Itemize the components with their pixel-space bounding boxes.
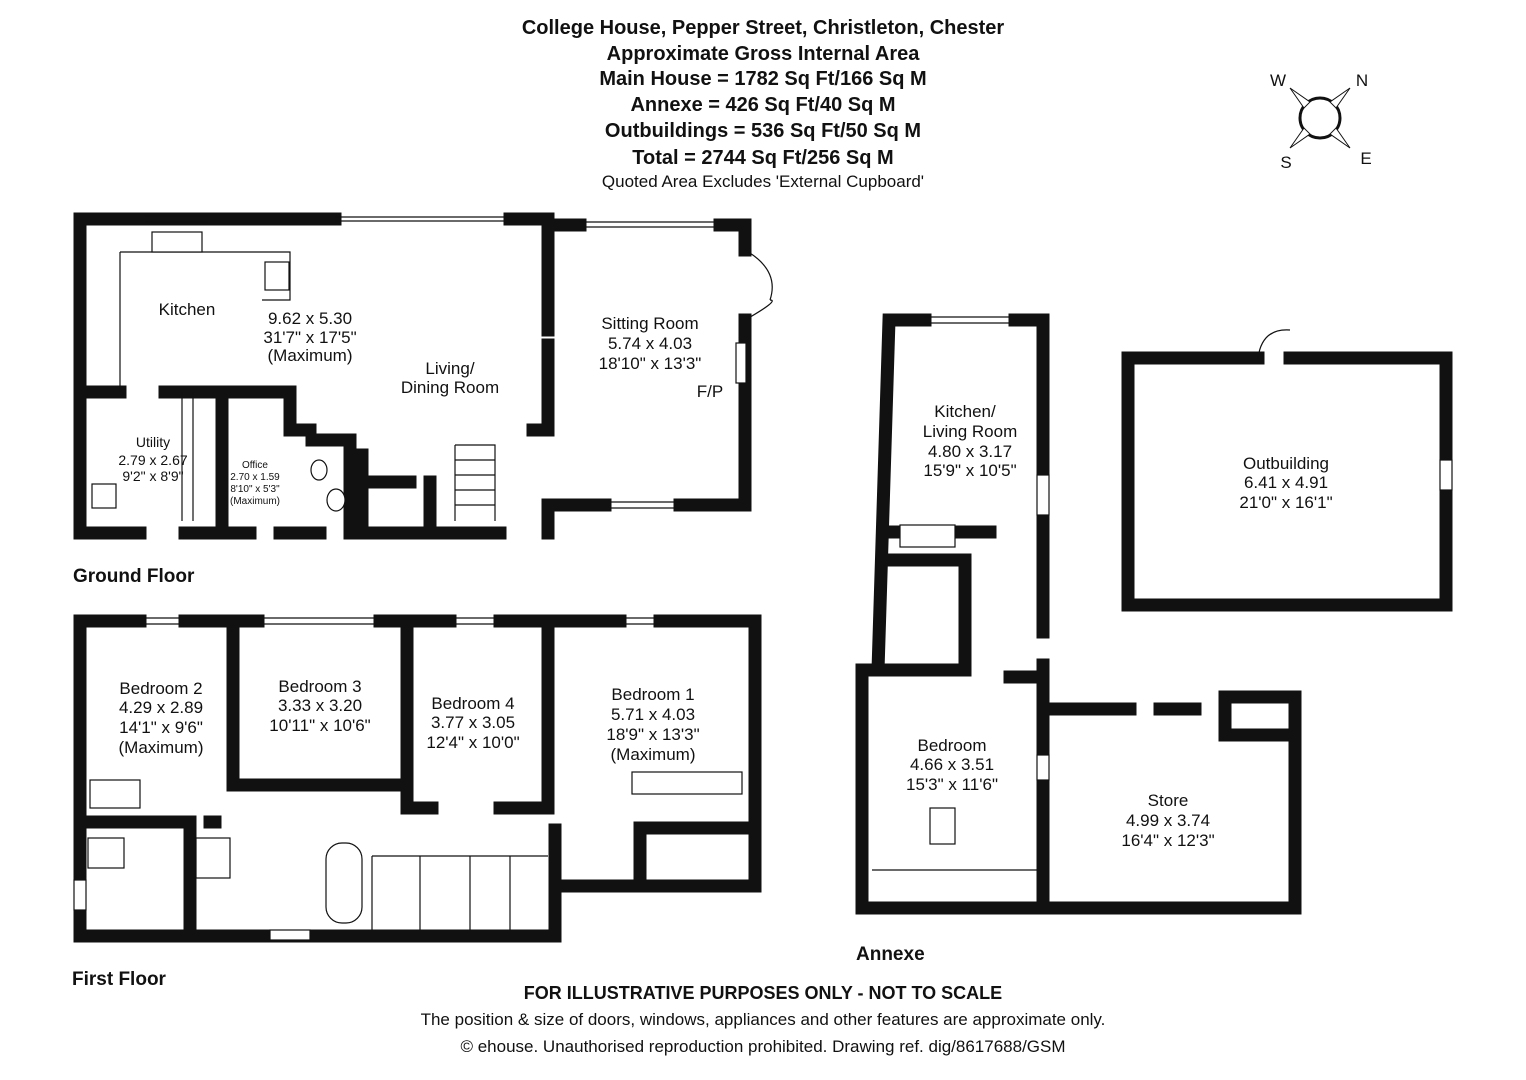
annexe-walls xyxy=(855,313,1302,915)
utility-imperial: 9'2" x 8'9" xyxy=(122,468,183,484)
outbuilding-metric: 6.41 x 4.91 xyxy=(1244,473,1328,492)
store-metric: 4.99 x 3.74 xyxy=(1126,811,1210,830)
office-imperial: 8'10" x 5'3" xyxy=(230,484,280,495)
fireplace-label: F/P xyxy=(697,382,723,401)
main-house-area: Main House = 1782 Sq Ft/166 Sq M xyxy=(599,68,926,90)
annexe-area: Annexe = 426 Sq Ft/40 Sq M xyxy=(630,94,895,116)
outbuildings-area: Outbuildings = 536 Sq Ft/50 Sq M xyxy=(605,120,921,142)
living-dims-note: (Maximum) xyxy=(268,346,353,365)
store-imperial: 16'4" x 12'3" xyxy=(1121,831,1214,850)
copyright: © ehouse. Unauthorised reproduction proh… xyxy=(460,1037,1065,1056)
first-floor-walls xyxy=(73,614,762,943)
utility-metric: 2.79 x 2.67 xyxy=(118,452,187,468)
sitting-room-label: Sitting Room xyxy=(601,314,698,333)
compass-icon: W N S E xyxy=(1270,71,1372,172)
disclaimer: FOR ILLUSTRATIVE PURPOSES ONLY - NOT TO … xyxy=(524,983,1002,1003)
office-metric: 2.70 x 1.59 xyxy=(230,472,280,483)
office-label: Office xyxy=(242,460,268,471)
annexe-kitchen-imperial: 15'9" x 10'5" xyxy=(923,461,1016,480)
outbuilding-label: Outbuilding xyxy=(1243,454,1329,473)
bedroom2-imperial: 14'1" x 9'6" xyxy=(119,718,203,737)
annexe-label: Annexe xyxy=(856,944,925,965)
compass-east: E xyxy=(1360,149,1371,168)
annexe-bedroom-metric: 4.66 x 3.51 xyxy=(910,755,994,774)
bedroom2-metric: 4.29 x 2.89 xyxy=(119,698,203,717)
annexe-kitchen-metric: 4.80 x 3.17 xyxy=(928,442,1012,461)
office-note: (Maximum) xyxy=(230,496,280,507)
outbuilding-imperial: 21'0" x 16'1" xyxy=(1239,493,1332,512)
bedroom4-metric: 3.77 x 3.05 xyxy=(431,713,515,732)
compass-north: N xyxy=(1356,71,1368,90)
bedroom3-label: Bedroom 3 xyxy=(278,677,361,696)
bedroom3-metric: 3.33 x 3.20 xyxy=(278,696,362,715)
outbuilding-walls xyxy=(1121,329,1453,612)
ground-floor-label: Ground Floor xyxy=(73,566,195,587)
living-dims-metric: 9.62 x 5.30 xyxy=(268,309,352,328)
utility-label: Utility xyxy=(136,434,170,450)
bedroom3-imperial: 10'11" x 10'6" xyxy=(269,716,370,735)
approximation-note: The position & size of doors, windows, a… xyxy=(421,1010,1106,1029)
annexe-kitchen-label-2: Living Room xyxy=(923,422,1018,441)
annexe-bedroom-imperial: 15'3" x 11'6" xyxy=(906,775,998,794)
total-area: Total = 2744 Sq Ft/256 Sq M xyxy=(632,147,893,169)
living-name-1: Living/ xyxy=(425,359,474,378)
sitting-room-metric: 5.74 x 4.03 xyxy=(608,334,692,353)
bedroom2-note: (Maximum) xyxy=(119,738,204,757)
bedroom1-label: Bedroom 1 xyxy=(611,685,694,704)
bedroom1-metric: 5.71 x 4.03 xyxy=(611,705,695,724)
annexe-bedroom-label: Bedroom xyxy=(918,736,987,755)
ground-floor-walls xyxy=(73,212,773,540)
compass-west: W xyxy=(1270,71,1286,90)
compass-south: S xyxy=(1280,153,1291,172)
living-name-2: Dining Room xyxy=(401,378,499,397)
header: College House, Pepper Street, Christleto… xyxy=(522,17,1005,191)
first-floor-label: First Floor xyxy=(72,969,167,990)
living-dims-imperial: 31'7" x 17'5" xyxy=(263,328,356,347)
area-note: Quoted Area Excludes 'External Cupboard' xyxy=(602,172,924,191)
bedroom1-imperial: 18'9" x 13'3" xyxy=(606,725,699,744)
sitting-room-imperial: 18'10" x 13'3" xyxy=(599,354,702,373)
bedroom4-label: Bedroom 4 xyxy=(431,694,514,713)
bedroom2-label: Bedroom 2 xyxy=(119,679,202,698)
area-subtitle: Approximate Gross Internal Area xyxy=(607,43,921,65)
annexe-kitchen-label-1: Kitchen/ xyxy=(934,402,996,421)
bedroom4-imperial: 12'4" x 10'0" xyxy=(426,733,519,752)
address-title: College House, Pepper Street, Christleto… xyxy=(522,17,1005,39)
kitchen-label: Kitchen xyxy=(159,300,216,319)
bedroom1-note: (Maximum) xyxy=(611,745,696,764)
store-label: Store xyxy=(1148,791,1189,810)
